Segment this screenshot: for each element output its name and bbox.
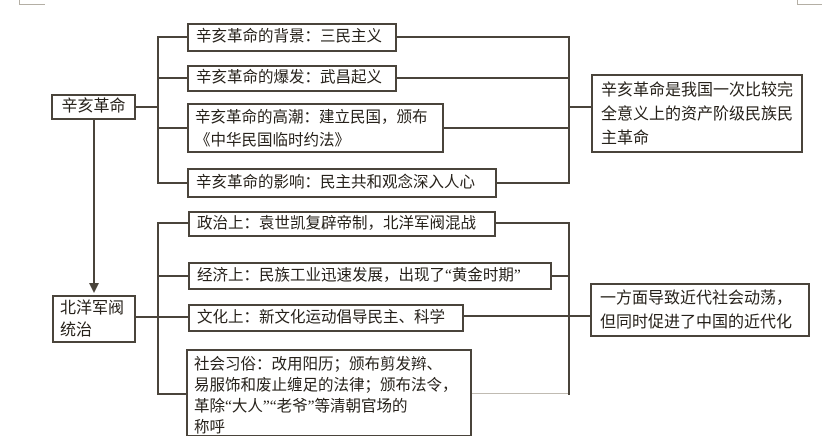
connector-bottom-stub-1: [159, 222, 188, 224]
connector-top-stub-4: [159, 182, 187, 184]
connector-bottom-summary-line: [464, 315, 590, 317]
politics-branch-text: 政治上：袁世凯复辟帝制，北洋军阀混战: [197, 214, 477, 232]
culture-branch-text: 文化上：新文化运动倡导民主、科学: [197, 308, 446, 326]
culture-branch-box: 文化上：新文化运动倡导民主、科学: [188, 304, 464, 332]
climax-branch-line1: 辛亥革命的高潮：建立民国，颁布: [195, 109, 428, 126]
connector-bottom-stub-4: [159, 393, 186, 395]
connector-bottom-right-4-faint: [472, 393, 568, 394]
xinhai-revolution-label: 辛亥革命: [61, 97, 126, 115]
connector-root-bottom-stub: [136, 316, 157, 318]
top-summary-box: 辛亥革命是我国一次比较完 全意义上的资产阶级民族民 主革命: [591, 74, 803, 153]
influence-branch-box: 辛亥革命的影响：民主共和观念深入人心: [187, 168, 497, 198]
bottom-summary-line1: 一方面导致近代社会动荡，: [600, 290, 793, 307]
bottom-summary-line2: 但同时促进了中国的近代化: [600, 314, 793, 331]
cropped-frame-corner-left-tick: [19, 0, 20, 5]
beiyang-warlords-root-box: 北洋军阀 统治: [52, 295, 136, 343]
background-branch-box: 辛亥革命的背景：三民主义: [187, 23, 397, 52]
bottom-summary-box: 一方面导致近代社会动荡， 但同时促进了中国的近代化: [590, 283, 810, 337]
connector-top-summary-stub: [570, 106, 591, 108]
cropped-frame-corner-right: [797, 4, 822, 5]
beiyang-label-line1: 北洋军阀: [60, 300, 125, 317]
connector-top-collector-vertical: [568, 36, 570, 184]
economy-branch-box: 经济上：民族工业迅速发展，出现了“黄金时期”: [188, 262, 552, 290]
cropped-frame-corner-left: [19, 4, 45, 5]
social-customs-branch-box: 社会习俗：改用阳历；颁布剪发辫、 易服饰和废止缠足的法律；颁布法令， 革除“大人…: [186, 349, 472, 436]
outbreak-branch-text: 辛亥革命的爆发：武昌起义: [196, 69, 383, 87]
connector-bottom-right-1: [496, 222, 568, 224]
connector-top-stub-3: [159, 127, 187, 129]
down-arrow-icon: [89, 283, 99, 293]
connector-bottom-stub-2: [159, 275, 188, 277]
xinhai-revolution-root-box: 辛亥革命: [51, 94, 136, 120]
connector-bottom-stub-3: [159, 316, 188, 318]
top-summary-line3: 主革命: [601, 130, 650, 147]
top-summary-line1: 辛亥革命是我国一次比较完: [601, 82, 794, 99]
connector-top-right-1: [397, 36, 568, 38]
influence-branch-text: 辛亥革命的影响：民主共和观念深入人心: [196, 173, 476, 191]
connector-top-bracket-vertical: [157, 36, 159, 184]
climax-branch-line2: 《中华民国临时约法》: [195, 132, 351, 149]
customs-line3: 革除“大人”“老爷”等清朝官场的: [194, 398, 408, 415]
background-branch-text: 辛亥革命的背景：三民主义: [196, 28, 383, 46]
top-summary-line2: 全意义上的资产阶级民族民: [601, 106, 794, 123]
connector-top-stub-1: [159, 36, 187, 38]
economy-branch-text: 经济上：民族工业迅速发展，出现了“黄金时期”: [197, 266, 521, 284]
connector-top-right-2: [397, 77, 568, 79]
connector-trunk-vertical: [93, 119, 95, 283]
connector-top-right-4: [497, 182, 568, 184]
politics-branch-box: 政治上：袁世凯复辟帝制，北洋军阀混战: [188, 211, 496, 237]
connector-top-right-3: [444, 127, 568, 129]
customs-line2: 易服饰和废止缠足的法律；颁布法令，: [194, 377, 458, 394]
connector-top-stub-2: [159, 77, 187, 79]
customs-line1: 社会习俗：改用阳历；颁布剪发辫、: [194, 356, 443, 373]
climax-branch-box: 辛亥革命的高潮：建立民国，颁布 《中华民国临时约法》: [187, 103, 444, 153]
beiyang-label-line2: 统治: [60, 322, 93, 339]
outbreak-branch-box: 辛亥革命的爆发：武昌起义: [187, 65, 397, 92]
connector-root-top-stub: [136, 106, 158, 108]
connector-bottom-right-2: [552, 275, 568, 277]
cropped-frame-corner-right-tick: [797, 0, 798, 5]
connector-bottom-collector-vertical: [568, 222, 570, 395]
customs-line4: 称呼: [194, 419, 226, 436]
connector-bottom-bracket-vertical: [157, 222, 159, 395]
